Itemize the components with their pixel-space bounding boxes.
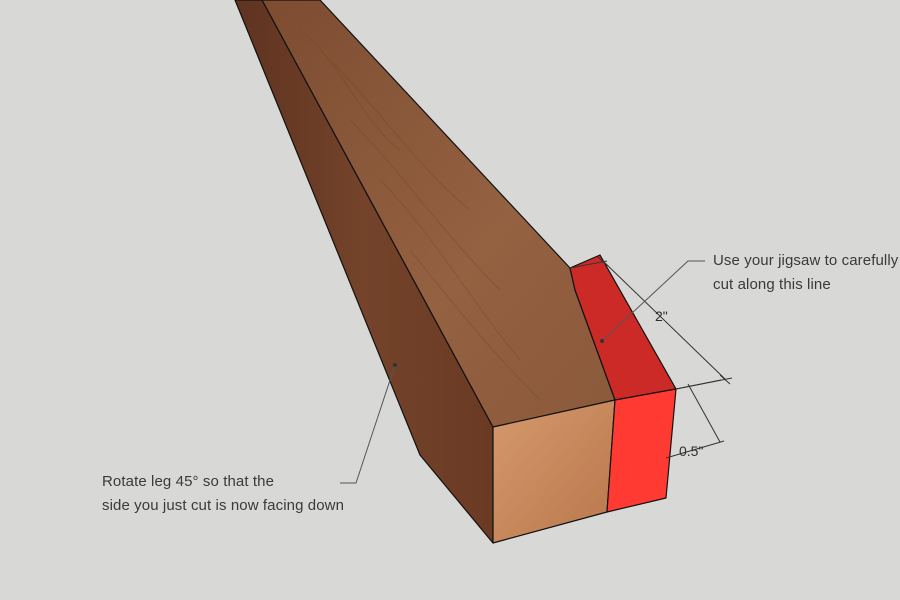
jigsaw-annotation-line2: cut along this line (713, 276, 831, 293)
leader-rotate (340, 363, 397, 484)
dimension-label-2in: 2" (655, 308, 668, 324)
jigsaw-annotation: Use your jigsaw to carefully cut along t… (713, 249, 898, 297)
jigsaw-annotation-line1: Use your jigsaw to carefully (713, 252, 899, 269)
cut-face-end (606, 388, 677, 513)
rotate-annotation-line1: Rotate leg 45° so that the (102, 473, 275, 490)
rotate-annotation: Rotate leg 45° so that the side you just… (102, 470, 344, 518)
rotate-annotation-line2: side you just cut is now facing down (102, 497, 345, 514)
leader-jigsaw (600, 260, 705, 343)
dimension-05in (665, 379, 725, 459)
dimension-label-05in: 0.5" (679, 443, 704, 459)
wood-grain-lines (299, 29, 541, 401)
